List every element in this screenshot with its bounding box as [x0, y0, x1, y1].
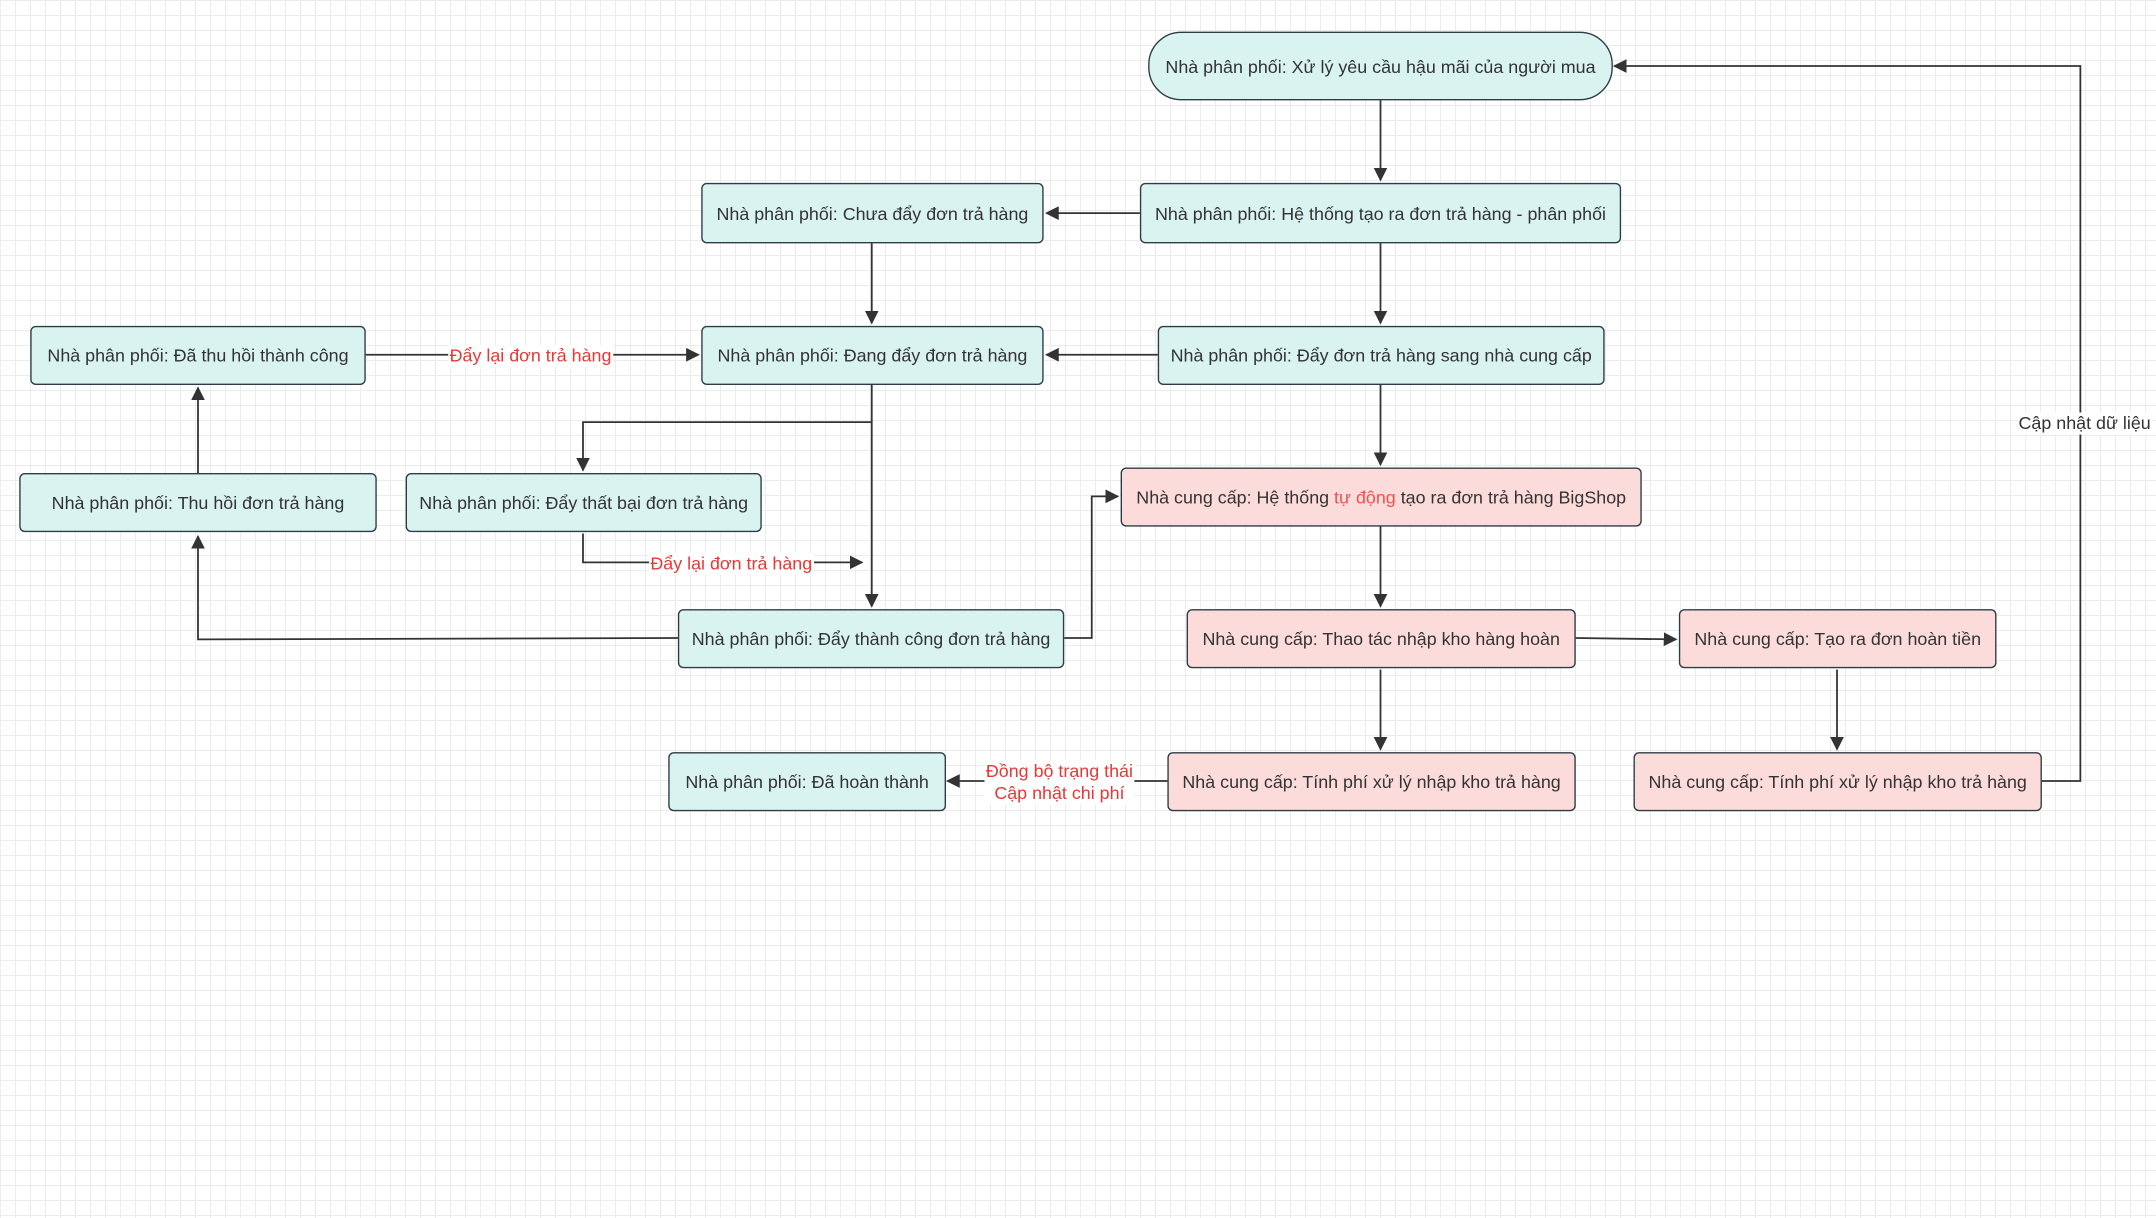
node-recall-return: Nhà phân phối: Thu hồi đơn trả hàng: [19, 473, 377, 533]
edge-label-retry-push-1: Đẩy lại đơn trả hàng: [448, 345, 613, 368]
node-completed: Nhà phân phối: Đã hoàn thành: [668, 752, 946, 812]
node-fee-processing: Nhà cung cấp: Tính phí xử lý nhập kho tr…: [1167, 752, 1576, 812]
edge-stockin-to-refund: [1575, 632, 1678, 647]
node-recovered: Nhà phân phối: Đã thu hồi thành công: [30, 325, 366, 385]
edge-label-update-data: Cập nhật dữ liệu: [2017, 412, 2153, 435]
edge-label-sync-status-line1: Đồng bộ trạng thái: [985, 760, 1133, 781]
node-pushing: Nhà phân phối: Đang đẩy đơn trả hàng: [701, 325, 1044, 385]
node-create-return-order: Nhà phân phối: Hệ thống tạo ra đơn trả h…: [1139, 182, 1622, 244]
edge-fee2-to-handle: [1612, 59, 2082, 782]
edge-success-to-bigshop: [1064, 489, 1120, 639]
node-handle-aftersales: Nhà phân phối: Xử lý yêu cầu hậu mãi của…: [1148, 31, 1613, 101]
node-push-failed: Nhà phân phối: Đẩy thất bại đơn trả hàng: [405, 473, 762, 533]
node-bigshop-suffix: tạo ra đơn trả hàng BigShop: [1395, 486, 1627, 508]
node-not-pushed: Nhà phân phối: Chưa đẩy đơn trả hàng: [701, 182, 1044, 244]
node-bigshop-highlight: tự động: [1334, 486, 1396, 508]
edge-label-sync-status: Đồng bộ trạng thái Cập nhật chi phí: [984, 760, 1135, 805]
node-fee-processing-2: Nhà cung cấp: Tính phí xử lý nhập kho tr…: [1633, 752, 2042, 812]
node-push-success: Nhà phân phối: Đẩy thành công đơn trả hà…: [677, 609, 1065, 669]
node-bigshop-prefix: Nhà cung cấp: Hệ thống: [1136, 486, 1335, 508]
edge-label-retry-push-2: Đẩy lại đơn trả hàng: [649, 552, 814, 575]
node-push-to-supplier: Nhà phân phối: Đẩy đơn trả hàng sang nhà…: [1157, 325, 1605, 385]
edge-success-to-recall: [191, 534, 678, 641]
node-bigshop-auto-create: Nhà cung cấp: Hệ thống tự động tạo ra đơ…: [1120, 467, 1642, 527]
node-stock-in-returns: Nhà cung cấp: Thao tác nhập kho hàng hoà…: [1186, 609, 1576, 669]
edge-label-update-cost: Cập nhật chi phí: [994, 782, 1125, 803]
node-create-refund: Nhà cung cấp: Tạo ra đơn hoàn tiền: [1678, 609, 1997, 669]
edge-pushing-to-failed: [576, 421, 872, 472]
